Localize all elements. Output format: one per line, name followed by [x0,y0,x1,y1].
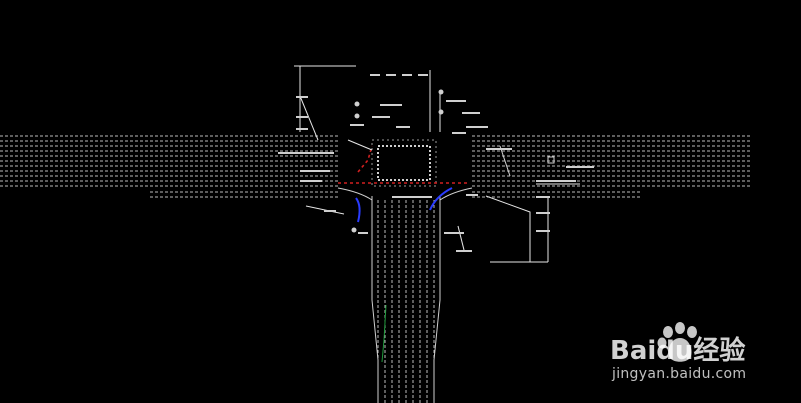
annotation-mark [466,194,478,196]
annotation-mark [456,250,472,252]
corner-sw [337,187,373,201]
east-island [499,145,511,177]
dimension-leader [485,195,531,262]
annotation-mark [536,180,576,182]
watermark-url: jingyan.baidu.com [612,366,747,382]
annotation-mark [566,166,594,168]
green-guide-line [381,304,387,363]
red-stop-lines [338,145,468,184]
annotation-mark [452,132,466,134]
dimension-leaders [294,65,580,263]
annotation-mark [462,112,480,114]
dimension-leader [347,139,373,151]
annotation-mark [536,212,550,214]
blue-turn-curves [355,187,453,223]
annotation-marks [278,74,594,252]
annotation-mark [536,196,550,198]
annotation-mark [370,74,380,76]
annotation-mark [278,152,334,154]
node-point [354,101,360,107]
small-marker-box [547,156,555,164]
annotation-mark [296,116,308,118]
watermark-brand: Baidu经验 [610,335,745,366]
annotation-mark [396,126,410,128]
node-point [354,113,360,119]
annotation-mark [466,126,488,128]
annotation-mark [324,210,336,212]
annotation-mark [296,96,308,98]
annotation-mark [350,124,364,126]
annotation-mark [444,232,464,234]
annotation-mark [372,116,390,118]
south-edge-right [433,196,441,403]
annotation-mark [300,170,330,172]
baidu-paw-icon [657,322,697,362]
dimension-leader [299,95,319,141]
annotation-mark [386,74,396,76]
annotation-mark [536,230,550,232]
annotation-mark [300,180,322,182]
baidu-watermark: Baidu经验 [610,322,745,366]
junction-block [371,139,437,187]
road-linework [0,135,752,403]
node-point [438,89,444,95]
corner-se [439,187,473,201]
south-edge-left [371,196,379,403]
annotation-mark [296,128,308,130]
annotation-mark [358,232,368,234]
annotation-mark [486,148,512,150]
dimension-leader [457,225,465,251]
solid-linework [337,145,555,403]
annotation-mark [446,100,466,102]
node-point [438,109,444,115]
annotation-mark [402,74,412,76]
node-point [351,227,357,233]
annotation-mark [392,196,432,198]
annotation-mark [380,104,402,106]
annotation-mark [418,74,428,76]
